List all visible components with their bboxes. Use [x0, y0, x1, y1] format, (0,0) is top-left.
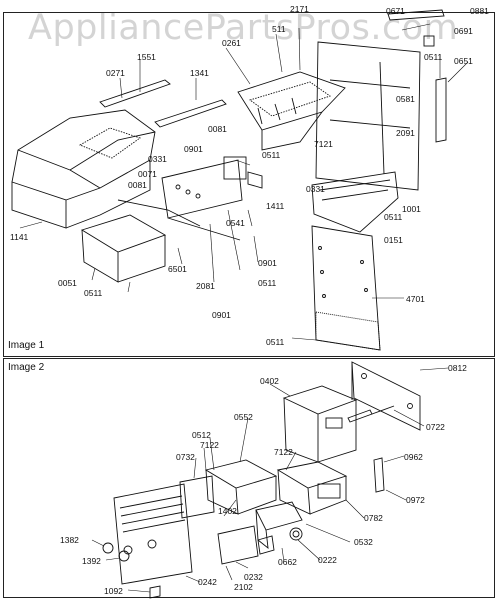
- image1-part-label: 0071: [138, 169, 157, 179]
- image2-part-label: 0402: [260, 376, 279, 386]
- image1-part-label: 0511: [424, 52, 443, 62]
- control-housing-part: [282, 385, 358, 463]
- plate-part: [373, 457, 385, 493]
- knob-part: [102, 542, 114, 554]
- image2-part-label: 7122: [274, 447, 293, 457]
- image1-part-label: 0081: [208, 124, 227, 134]
- image2-part-label: 0972: [406, 495, 425, 505]
- image1-part-label: 0511: [266, 337, 285, 347]
- image1-part-label: 0671: [386, 6, 405, 16]
- image2-part-label: 0722: [426, 422, 445, 432]
- image2-part-label: 0782: [364, 513, 383, 523]
- panel-image1-frame: [3, 12, 495, 357]
- image2-part-label: 1092: [104, 586, 123, 596]
- image2-part-label: 0242: [198, 577, 217, 587]
- image2-part-label: 7122: [200, 440, 219, 450]
- image1-part-label: 0901: [258, 258, 277, 268]
- image1-part-label: 7121: [314, 139, 333, 149]
- image1-part-label: 6501: [168, 264, 187, 274]
- rail-parts: [99, 79, 227, 128]
- mounting-bracket-part: [351, 361, 421, 431]
- leader-lines-image1: [19, 23, 469, 341]
- image1-part-label: 0271: [106, 68, 125, 78]
- image1-part-label: 0081: [128, 180, 147, 190]
- clip-part: [257, 535, 275, 555]
- small-clip-part: [423, 35, 435, 47]
- image1-part-label: 0511: [84, 288, 103, 298]
- image2-part-label: 1402: [218, 506, 237, 516]
- image2-part-label: 0232: [244, 572, 263, 582]
- image1-part-label: 511: [272, 24, 286, 34]
- image1-part-label: 1141: [10, 232, 29, 242]
- image1-part-label: 2081: [196, 281, 215, 291]
- switch-assembly-part: [204, 459, 278, 515]
- motor-bracket-part: [161, 156, 263, 241]
- image1-part-label: 0261: [222, 38, 241, 48]
- lower-cover-part: [80, 199, 201, 283]
- back-panel-part: [315, 41, 421, 191]
- top-bracket-part: [387, 9, 445, 21]
- panel-image2-title: Image 2: [8, 362, 45, 373]
- image1-part-label: 0651: [454, 56, 473, 66]
- leader-lines-image2: [91, 367, 449, 593]
- image1-part-label: 1551: [137, 52, 156, 62]
- image2-part-label: 1382: [60, 535, 79, 545]
- handle-part: [435, 77, 447, 143]
- image1-part-label: 0331: [148, 154, 167, 164]
- knob-part: [118, 550, 130, 562]
- image1-part-label: 2091: [396, 128, 415, 138]
- image2-part-label: 0552: [234, 412, 253, 422]
- clip-part: [149, 585, 161, 599]
- image1-part-label: 0331: [306, 184, 325, 194]
- image1-part-label: 0151: [384, 235, 403, 245]
- watermark: AppliancePartsPros.com: [28, 8, 459, 48]
- dispenser-panel-part: [311, 225, 381, 351]
- housing-front-part: [11, 109, 156, 229]
- image1-part-label: 0541: [226, 218, 245, 228]
- motor-part: [255, 501, 303, 550]
- image1-part-label: 0901: [212, 310, 231, 320]
- pin-parts: [347, 405, 395, 423]
- image1-part-label: 4701: [406, 294, 425, 304]
- image2-part-label: 0512: [192, 430, 211, 440]
- image2-part-label: 0662: [278, 557, 297, 567]
- image1-part-label: 1001: [402, 204, 421, 214]
- image1-part-label: 1341: [190, 68, 209, 78]
- image2-part-label: 2102: [234, 582, 253, 592]
- image2-part-label: 0732: [176, 452, 195, 462]
- chute-part: [311, 171, 399, 233]
- panel-image1-title: Image 1: [8, 340, 45, 351]
- panel-image2-frame: [3, 358, 495, 598]
- image2-part-label: 0962: [404, 452, 423, 462]
- image1-part-label: 0691: [454, 26, 473, 36]
- image2-part-label: 0812: [448, 363, 467, 373]
- image2-part-label: 0532: [354, 537, 373, 547]
- block-part: [179, 475, 215, 519]
- image1-part-label: 0511: [262, 150, 281, 160]
- image1-part-label: 0581: [396, 94, 415, 104]
- image1-part-label: 0511: [384, 212, 403, 222]
- image1-part-label: 0051: [58, 278, 77, 288]
- part-number-labels: 0671 0881 2171 0691 0261 511 0511 0651 1551 1341 0…: [10, 4, 489, 596]
- module-box-part: [276, 461, 348, 515]
- image1-part-label: 0881: [470, 6, 489, 16]
- image2-part-label: 0222: [318, 555, 337, 565]
- image1-part-label: 0511: [258, 278, 277, 288]
- front-grille-part: [113, 483, 193, 585]
- small-cover-part: [217, 525, 259, 565]
- image2-part-label: 1392: [82, 556, 101, 566]
- image1-part-label: 1411: [266, 201, 285, 211]
- icemaker-assembly-part: [237, 71, 346, 151]
- image1-part-label: 0901: [184, 144, 203, 154]
- image1-part-label: 2171: [290, 4, 309, 14]
